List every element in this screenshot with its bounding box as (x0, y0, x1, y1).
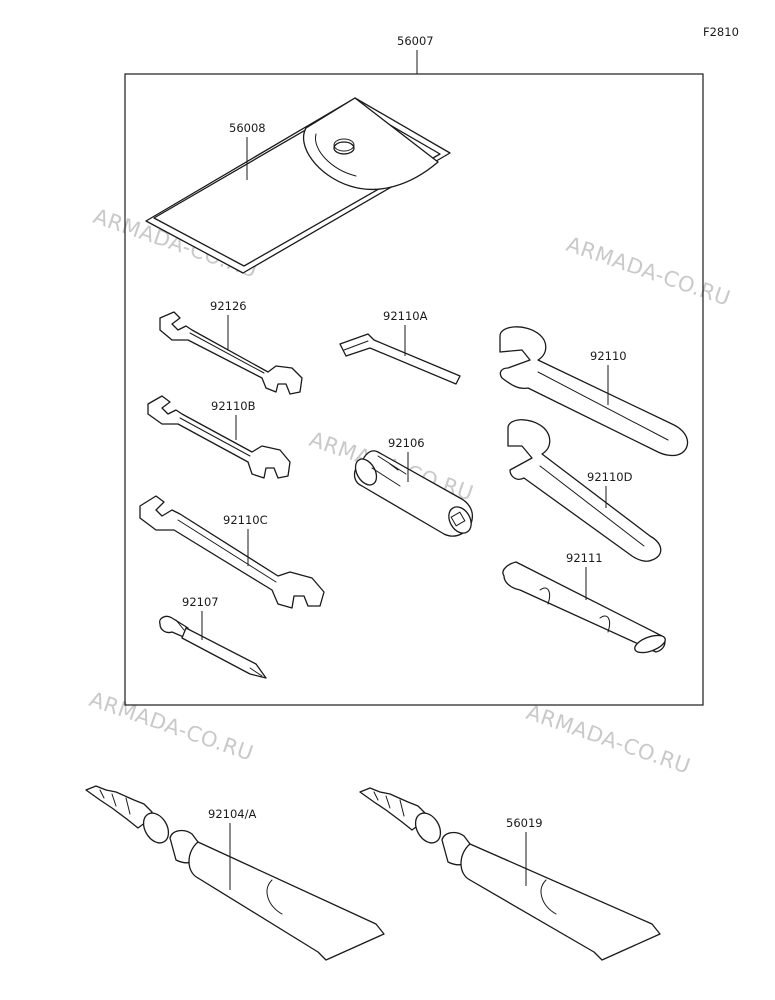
wrench-92110C (139, 495, 325, 609)
label-socket: 92106 (388, 436, 425, 450)
wrench-92110B (147, 395, 291, 479)
watermark: ARMADA-CO.RU (563, 232, 733, 311)
socket-92106 (353, 450, 474, 537)
label-wrench-c: 92110C (223, 513, 268, 527)
allen-key-92110A (339, 333, 461, 385)
handle-92111 (502, 561, 666, 654)
hook-spanner-92110D (507, 419, 662, 562)
hook-spanner-92110 (499, 326, 689, 457)
label-spanner-large: 92110 (590, 349, 627, 363)
label-wrench-a: 92126 (210, 299, 247, 313)
label-allen-key: 92110A (383, 309, 428, 323)
watermark: ARMADA-CO.RU (523, 700, 693, 779)
label-screwdriver: 92107 (182, 595, 219, 609)
label-grease: 92104/A (208, 807, 256, 821)
kit-frame (124, 73, 704, 706)
screwdriver-92107 (159, 615, 267, 679)
label-wrench-b: 92110B (211, 399, 256, 413)
label-kit: 56007 (397, 34, 434, 48)
watermark: ARMADA-CO.RU (86, 687, 256, 766)
label-handle: 92111 (566, 551, 603, 565)
grease-tube-92104A (85, 785, 385, 961)
label-pouch: 56008 (229, 121, 266, 135)
sealant-tube-56019 (359, 787, 661, 961)
tool-pouch (145, 97, 451, 274)
wrench-92126 (159, 311, 303, 395)
figure-code: F2810 (703, 25, 739, 39)
label-sealant: 56019 (506, 816, 543, 830)
label-spanner-d: 92110D (587, 470, 633, 484)
